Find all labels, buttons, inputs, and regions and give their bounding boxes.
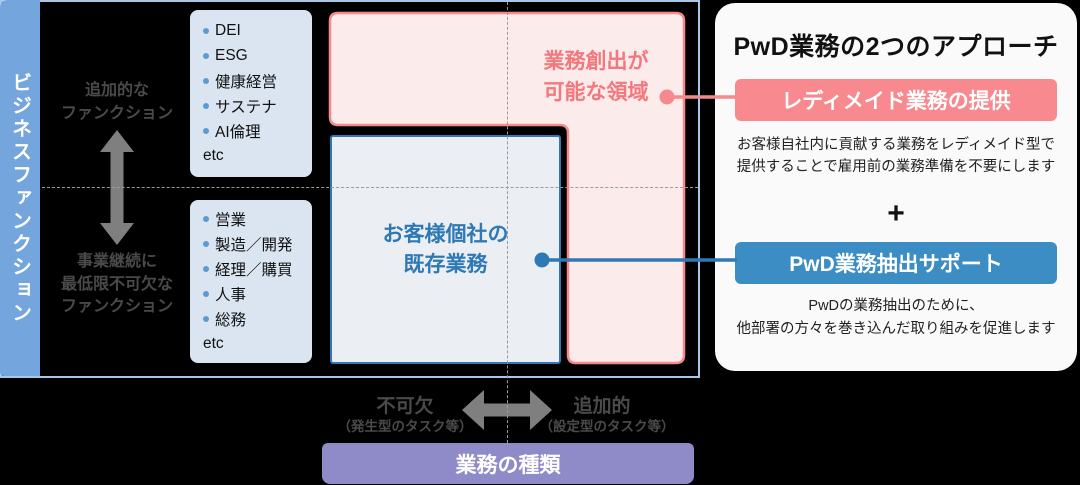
list-item: AI倫理 <box>203 119 308 144</box>
x-axis-title-label: 業務の種類 <box>455 453 561 477</box>
list-item: 経理／購買 <box>203 257 308 282</box>
creation-area-label: 業務創出が 可能な領域 <box>543 50 649 104</box>
existing-work-box: お客様個社の 既存業務 <box>330 135 561 364</box>
y-axis-label: ビジネスファンクション <box>8 72 31 325</box>
x-axis-title-bar: 業務の種類 <box>322 443 694 484</box>
bullet-icon <box>203 28 209 34</box>
list-item: サステナ <box>203 94 308 119</box>
list-item: 人事 <box>203 282 308 307</box>
approach1-body: お客様自社内に貢献する業務をレディメイド型で 提供することで雇用前の業務準備を不… <box>736 137 1056 175</box>
additional-function-label: 追加的な ファンクション <box>60 82 173 122</box>
essential-functions-box: 営業 製造／開発 経理／購買 人事 総務 etc <box>190 200 312 363</box>
list-item: ESG <box>203 44 308 69</box>
bullet-icon <box>203 128 209 134</box>
plus-sign: + <box>887 197 905 230</box>
list-item-etc: etc <box>203 335 224 352</box>
bullet-icon <box>203 266 209 272</box>
x-axis-right-sublabel: （設定型のタスク等） <box>539 419 675 434</box>
bullet-icon <box>203 103 209 109</box>
bullet-icon <box>203 53 209 59</box>
approach1-header: レディメイド業務の提供 <box>735 79 1057 121</box>
x-axis-right-label: 追加的 <box>573 396 631 417</box>
additional-functions-box: DEI ESG 健康経営 サステナ AI倫理 etc <box>190 10 312 177</box>
essential-function-label: 事業継続に 最低限不可欠な ファンクション <box>60 253 173 315</box>
vertical-dashed-divider <box>507 2 508 443</box>
bullet-icon <box>203 241 209 247</box>
list-item-etc: etc <box>203 147 224 164</box>
list-item: 総務 <box>203 307 308 332</box>
bullet-icon <box>203 216 209 222</box>
list-item: 製造／開発 <box>203 232 308 257</box>
bullet-icon <box>203 78 209 84</box>
horizontal-dashed-divider <box>42 187 698 188</box>
approach2-body: PwDの業務抽出のために、 他部署の方々を巻き込んだ取り組みを促進します <box>736 298 1056 337</box>
x-axis-left-sublabel: （発生型のタスク等） <box>337 419 473 434</box>
list-item: 営業 <box>203 207 308 232</box>
panel-title: PwD業務の2つのアプローチ <box>733 33 1059 61</box>
bullet-icon <box>203 316 209 322</box>
existing-work-label: お客様個社の 既存業務 <box>382 222 509 276</box>
list-item: DEI <box>203 19 308 44</box>
x-axis-left-label: 不可欠 <box>376 396 434 417</box>
approach-panel: PwD業務の2つのアプローチ レディメイド業務の提供 お客様自社内に貢献する業務… <box>715 3 1077 371</box>
list-item: 健康経営 <box>203 69 308 94</box>
y-axis-bar: ビジネスファンクション <box>0 0 40 376</box>
approach2-header: PwD業務抽出サポート <box>735 242 1057 284</box>
bullet-icon <box>203 291 209 297</box>
